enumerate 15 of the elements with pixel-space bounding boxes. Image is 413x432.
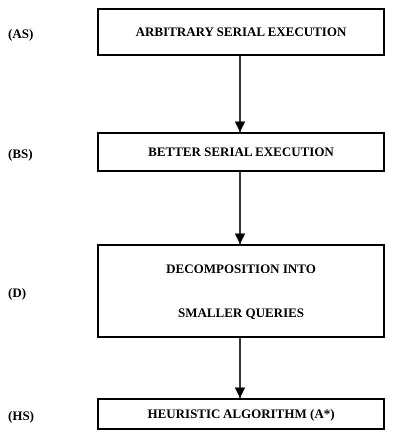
arrow bbox=[234, 56, 246, 132]
box-label: HEURISTIC ALGORITHM (A*) bbox=[147, 405, 335, 424]
box-label: ARBITRARY SERIAL EXECUTION bbox=[136, 23, 346, 42]
box-label: DECOMPOSITION INTO SMALLER QUERIES bbox=[165, 260, 317, 322]
box-label: BETTER SERIAL EXECUTION bbox=[148, 143, 334, 162]
arrow bbox=[234, 338, 246, 398]
process-box bbox=[97, 132, 385, 172]
arrow bbox=[234, 172, 246, 244]
step-code: (AS) bbox=[8, 27, 34, 40]
process-box bbox=[97, 8, 385, 56]
process-box bbox=[97, 244, 385, 338]
step-code: (HS) bbox=[8, 409, 34, 422]
step-code: (BS) bbox=[8, 147, 33, 160]
process-box bbox=[97, 398, 385, 430]
step-code: (D) bbox=[8, 286, 26, 299]
